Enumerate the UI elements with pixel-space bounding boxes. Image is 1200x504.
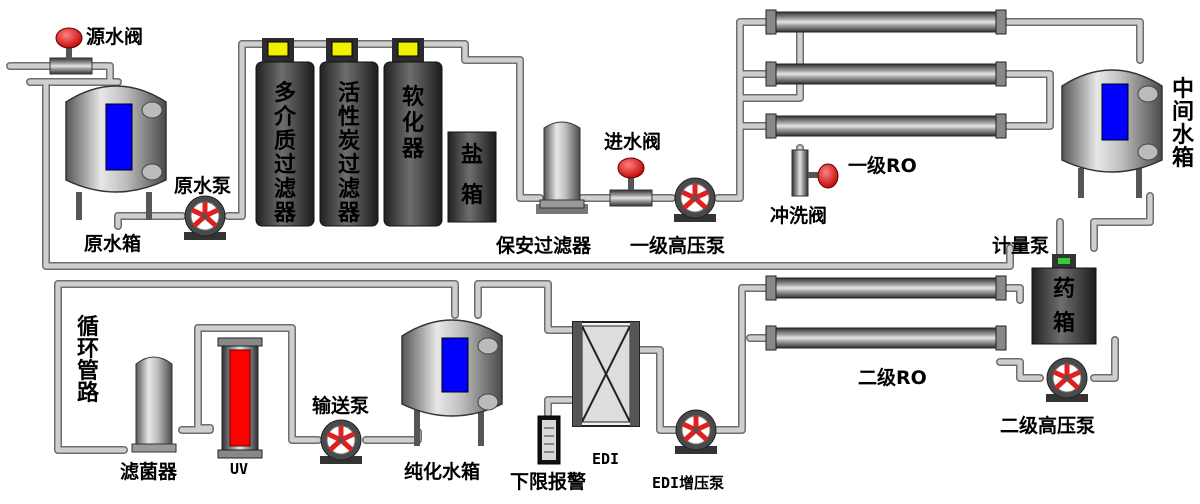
mid-tank-vlabel: 中间水箱 bbox=[1172, 77, 1195, 171]
svg-text:活性炭过滤器: 活性炭过滤器 bbox=[337, 81, 361, 226]
pure-tank-label: 纯化水箱 bbox=[404, 460, 480, 483]
svg-text:中间水箱: 中间水箱 bbox=[1172, 77, 1195, 171]
carbon-filter-vlabel: 活性炭过滤器 bbox=[337, 81, 361, 226]
uv-lamp bbox=[229, 349, 251, 447]
flush-valve-label: 冲洗阀 bbox=[770, 204, 827, 227]
ro-1-label: 一级RO bbox=[848, 154, 917, 177]
security-filter bbox=[536, 121, 588, 214]
edi-booster-pump[interactable] bbox=[675, 409, 717, 454]
dosing-pump-label: 计量泵 bbox=[992, 235, 1049, 257]
sterilizer-label: 滤菌器 bbox=[120, 460, 178, 483]
raw-tank-label: 原水箱 bbox=[84, 232, 141, 255]
chemical-tank bbox=[1031, 267, 1097, 345]
svg-text:多介质过滤器: 多介质过滤器 bbox=[273, 80, 297, 226]
pipes bbox=[6, 18, 1154, 454]
ro-1-membrane-a bbox=[765, 9, 1007, 35]
raw-pump-label: 原水泵 bbox=[174, 175, 231, 197]
intermediate-tank bbox=[1061, 69, 1163, 198]
ro-1-membrane-c bbox=[765, 113, 1007, 139]
ro-2-membranes bbox=[765, 275, 1007, 351]
uv-label: UV bbox=[230, 460, 248, 478]
hp-pump-1-label: 一级高压泵 bbox=[630, 234, 725, 257]
inlet-valve[interactable] bbox=[609, 157, 653, 207]
hp-pump-1[interactable] bbox=[674, 177, 716, 222]
source-valve-label: 源水阀 bbox=[86, 25, 143, 48]
raw-water-tank bbox=[65, 85, 167, 220]
flush-valve[interactable] bbox=[791, 149, 839, 197]
multimedia-filter-vlabel: 多介质过滤器 bbox=[273, 80, 297, 226]
ro-2-label: 二级RO bbox=[858, 366, 927, 389]
raw-water-pump[interactable] bbox=[184, 195, 226, 240]
dosing-pump[interactable] bbox=[1052, 254, 1076, 268]
carbon-filter bbox=[319, 38, 379, 227]
hp-pump-2-label: 二级高压泵 bbox=[1000, 414, 1095, 437]
softener-vlabel: 软化器 bbox=[401, 84, 425, 162]
transfer-pump[interactable] bbox=[320, 419, 362, 464]
ro-1-membrane-b bbox=[765, 61, 1007, 87]
salt-tank bbox=[447, 131, 497, 223]
svg-text:软化器: 软化器 bbox=[401, 84, 425, 162]
hp-pump-2[interactable] bbox=[1046, 357, 1088, 402]
low-alarm-label: 下限报警 bbox=[510, 470, 586, 493]
uv-sterilizer bbox=[217, 337, 263, 459]
ro-2-membrane-b bbox=[765, 325, 1007, 351]
svg-text:盐箱: 盐箱 bbox=[461, 143, 483, 208]
softener bbox=[383, 38, 443, 227]
ro-1-membranes bbox=[765, 9, 1007, 139]
source-valve[interactable] bbox=[49, 27, 93, 75]
svg-text:药箱: 药箱 bbox=[1053, 277, 1075, 336]
edi-module bbox=[572, 321, 640, 427]
loop-pipe-vlabel: 循环管路 bbox=[77, 314, 100, 406]
edi-pump-label: EDI增压泵 bbox=[652, 474, 724, 492]
edi-label: EDI bbox=[592, 450, 619, 468]
raw-tank-sight-glass bbox=[105, 103, 133, 171]
chem-tank-vlabel: 药箱 bbox=[1053, 277, 1075, 336]
sterilizing-filter bbox=[131, 356, 177, 453]
security-filter-label: 保安过滤器 bbox=[495, 234, 592, 257]
low-level-alarm[interactable] bbox=[537, 415, 561, 465]
mid-tank-sight-glass bbox=[1101, 83, 1129, 141]
svg-text:循环管路: 循环管路 bbox=[77, 314, 100, 406]
ro-2-membrane-a bbox=[765, 275, 1007, 301]
pure-tank-sight-glass bbox=[441, 337, 469, 393]
multimedia-filter bbox=[255, 38, 315, 227]
salt-tank-vlabel: 盐箱 bbox=[461, 143, 483, 208]
transfer-pump-label: 输送泵 bbox=[312, 394, 369, 417]
inlet-valve-label: 进水阀 bbox=[604, 130, 661, 153]
pure-water-tank bbox=[401, 319, 503, 446]
